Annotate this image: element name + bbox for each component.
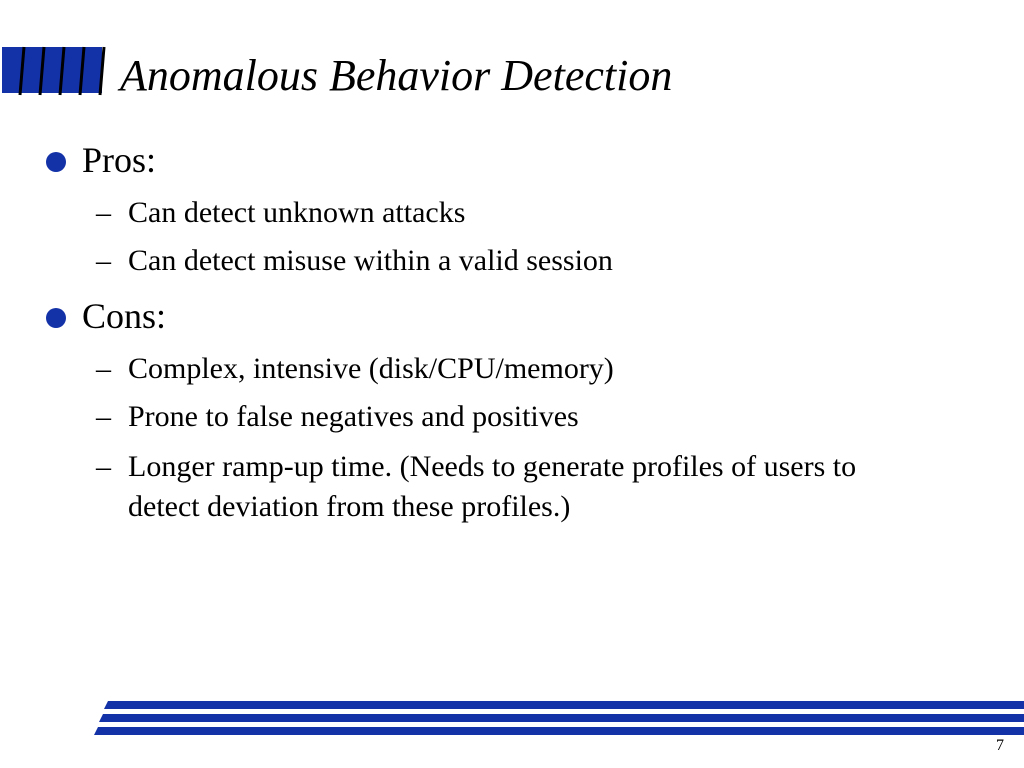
filled-circle-bullet-icon	[46, 308, 66, 328]
dash-bullet: –	[96, 400, 111, 433]
pros-heading: Pros:	[82, 140, 157, 180]
page-number: 7	[996, 737, 1004, 754]
list-item: Complex, intensive (disk/CPU/memory)	[128, 352, 614, 385]
blue-stripes-rule	[94, 701, 1024, 735]
list-item: Can detect misuse within a valid session	[128, 244, 613, 277]
list-item: Longer ramp-up time. (Needs to generate …	[128, 450, 857, 483]
list-item-continuation: detect deviation from these profiles.)	[128, 490, 571, 523]
blue-bars-logo-icon	[0, 45, 106, 97]
dash-bullet: –	[96, 196, 111, 229]
dash-bullet: –	[96, 244, 111, 277]
cons-heading: Cons:	[82, 296, 167, 336]
filled-circle-bullet-icon	[46, 152, 66, 172]
slide-title: Anomalous Behavior Detection	[120, 51, 673, 100]
dash-bullet: –	[96, 352, 111, 385]
dash-bullet: –	[96, 450, 111, 483]
list-item: Prone to false negatives and positives	[128, 400, 579, 433]
list-item: Can detect unknown attacks	[128, 196, 466, 229]
